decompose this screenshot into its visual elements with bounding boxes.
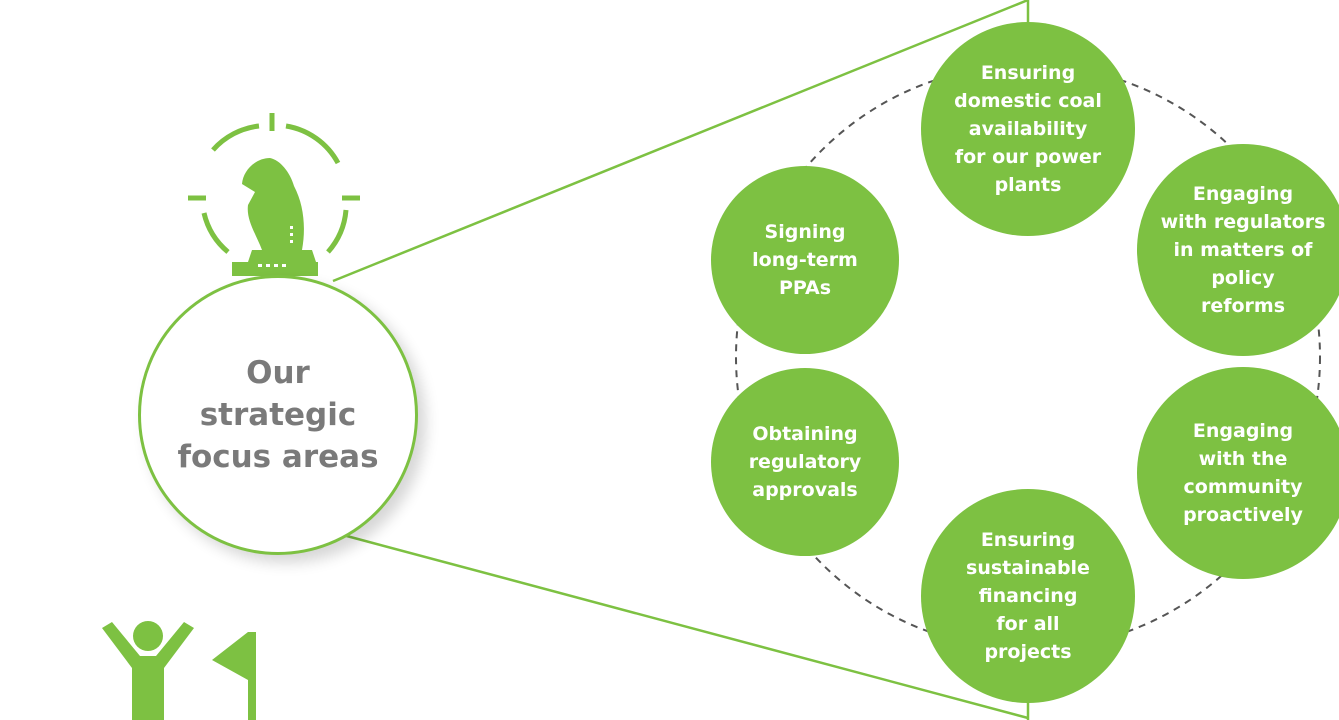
focus-bubble-label: Engaging with the community proactively (1183, 420, 1303, 526)
focus-bubble-ppas: Signing long-term PPAs (711, 166, 899, 354)
focus-bubble-financing: Ensuring sustainable financing for all p… (921, 489, 1135, 703)
strategic-focus-center-circle: Our strategic focus areas (138, 275, 418, 555)
center-title: Our strategic focus areas (177, 355, 379, 475)
focus-bubble-regulators: Engaging with regulators in matters of p… (1137, 144, 1339, 356)
focus-bubble-regulatory-approvals: Obtaining regulatory approvals (711, 368, 899, 556)
chess-knight-target-icon (188, 113, 360, 276)
focus-bubble-domestic-coal: Ensuring domestic coal availability for … (921, 22, 1135, 236)
focus-bubble-label: Engaging with regulators in matters of p… (1160, 183, 1326, 317)
focus-bubble-label: Ensuring domestic coal availability for … (954, 62, 1102, 196)
focus-bubble-community: Engaging with the community proactively (1137, 367, 1339, 579)
focus-bubble-label: Obtaining regulatory approvals (748, 423, 862, 501)
connector-line-top (332, 0, 1029, 283)
connector-line-bottom (342, 533, 1029, 720)
focus-bubble-label: Ensuring sustainable financing for all p… (966, 529, 1090, 663)
focus-bubble-label: Signing long-term PPAs (752, 221, 858, 299)
person-flag-icon (102, 621, 256, 720)
